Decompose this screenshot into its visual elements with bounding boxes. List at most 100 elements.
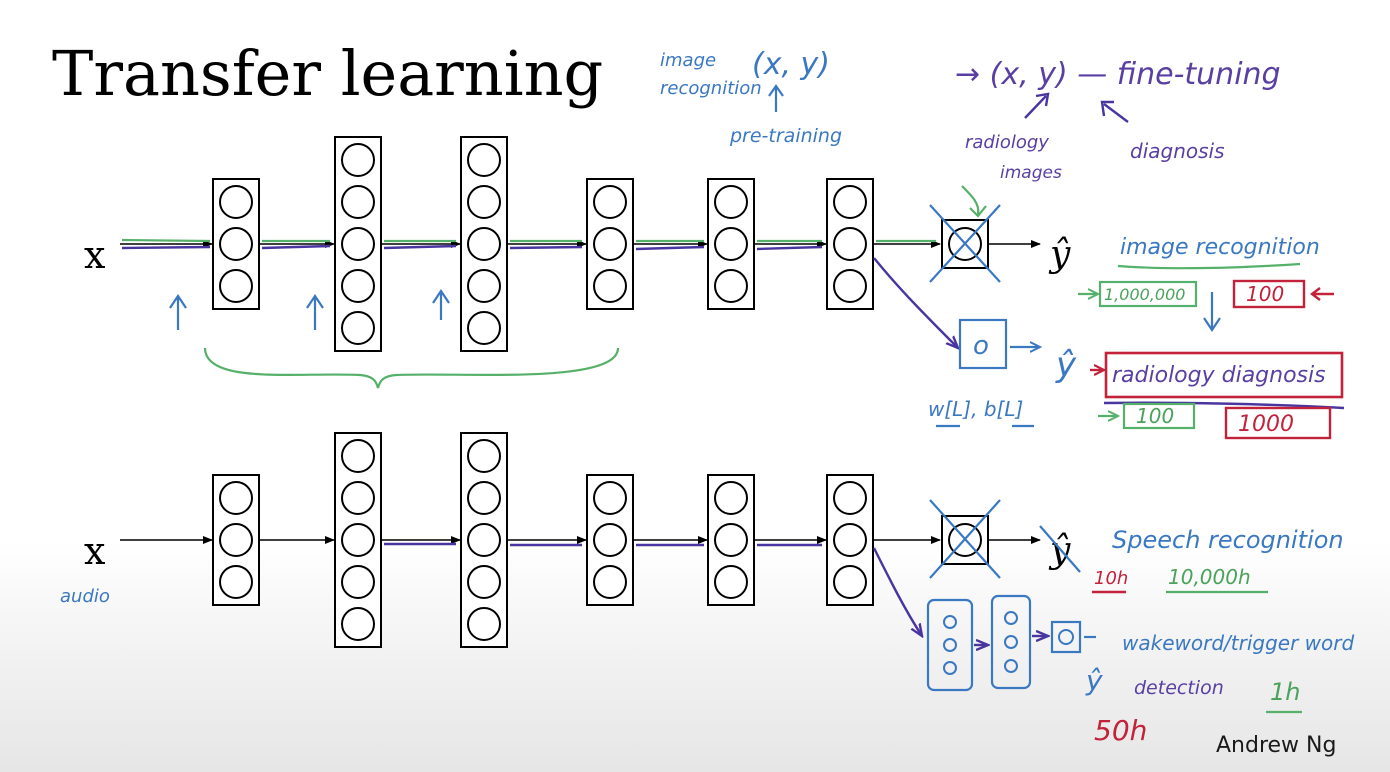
bottom-layer-4-neuron — [593, 523, 627, 557]
bottom-layer-1-neuron — [219, 565, 253, 599]
bottom-layer-2-neuron — [341, 607, 375, 641]
top-up-arrow-1 — [169, 294, 187, 330]
top-hidden-layers — [212, 136, 874, 352]
top-layer-2-neuron — [341, 143, 375, 177]
bottom-output-crossout — [929, 499, 1001, 579]
diagnosis-label: diagnosis — [1130, 139, 1225, 163]
top-purple-trace — [121, 244, 823, 251]
top-layer-6-neuron — [833, 269, 867, 303]
bottom-new-yhat: ŷ — [1085, 664, 1103, 697]
bottom-layer-6-neuron — [833, 565, 867, 599]
finetune-arrow-right — [1100, 100, 1129, 123]
count-1000-box — [1224, 406, 1332, 440]
bottom-new-layer-1-neuron-1 — [943, 615, 957, 629]
count-100-box — [1232, 279, 1306, 309]
pretrain-up-arrow — [768, 84, 784, 112]
bottom-layer-5-neuron — [714, 481, 748, 515]
top-layer-2-neuron — [341, 227, 375, 261]
bottom-layer-3-neuron — [467, 523, 501, 557]
bottom-annotations: Speech recognition 10h 10,000h wakeword/… — [1092, 526, 1354, 747]
bottom-layer-1-neuron — [219, 523, 253, 557]
hours-1h: 1h — [1270, 678, 1300, 706]
radiology-diagnosis: radiology diagnosis — [1112, 363, 1326, 388]
top-layer-3-neuron — [467, 185, 501, 219]
pretraining-label: pre-training — [729, 125, 842, 147]
image-recognition-note-2: recognition — [660, 78, 762, 99]
top-up-arrow-3 — [432, 289, 450, 320]
bottom-output-label: ŷ — [1048, 530, 1071, 571]
top-layer-3-neuron — [467, 143, 501, 177]
top-layers-brace — [203, 347, 620, 389]
top-new-yhat: ŷ — [1055, 345, 1077, 385]
hours-10h: 10h — [1094, 568, 1128, 589]
count-100-small: 100 — [1136, 404, 1174, 428]
slide-title: Transfer learning — [52, 37, 603, 110]
network-bottom: x audio ŷ ŷ — [60, 432, 1103, 697]
top-layer-3-neuron — [467, 311, 501, 345]
bottom-layer-4-neuron — [593, 481, 627, 515]
top-weights-label: w[L], b[L] — [928, 397, 1023, 421]
hours-10000h: 10,000h — [1168, 565, 1251, 589]
top-layer-3-neuron — [467, 227, 501, 261]
top-up-arrow-2 — [306, 294, 324, 330]
top-input-label: x — [84, 233, 105, 277]
bottom-purple-trace — [384, 542, 822, 547]
top-green-trace — [121, 238, 936, 243]
top-new-branch-arrow — [873, 257, 958, 348]
bottom-new-layer-2-neuron-3 — [1004, 659, 1018, 673]
bottom-layer-3-neuron — [467, 481, 501, 515]
bottom-layer-3-neuron — [467, 565, 501, 599]
finetune-pair: → (x, y) — fine-tuning — [955, 57, 1281, 92]
bottom-new-layer-1 — [926, 598, 974, 692]
detection-label: detection — [1134, 677, 1224, 699]
top-layer-6-neuron — [833, 185, 867, 219]
image-recognition-underline — [1117, 262, 1301, 270]
top-annotations: image recognition (x, y) pre-training → … — [660, 47, 1345, 440]
bottom-layer-2-neuron — [341, 481, 375, 515]
bottom-layer-3-neuron — [467, 439, 501, 473]
speech-recognition-label: Speech recognition — [1112, 526, 1344, 554]
count-large-box — [1098, 280, 1198, 308]
top-layer-1-neuron — [219, 227, 253, 261]
pretrain-pair: (x, y) — [752, 47, 830, 82]
top-layer-5-neuron — [714, 227, 748, 261]
bottom-layer-2-neuron — [341, 439, 375, 473]
network-top: x ŷ o ŷ w[L], b[L] — [84, 136, 1077, 428]
radiology-diagnosis-underline — [1103, 401, 1345, 410]
top-new-node: o — [973, 331, 989, 361]
count-100: 100 — [1246, 282, 1284, 306]
bottom-new-layer-2-neuron-1 — [1004, 611, 1018, 625]
bottom-new-layer-1-neuron-3 — [943, 661, 957, 675]
count-large: 1,000,000 — [1104, 285, 1185, 304]
bottom-new-layer-2 — [990, 594, 1032, 690]
top-layer-4-neuron — [593, 269, 627, 303]
bottom-new-output-neuron — [1058, 629, 1074, 645]
transfer-down-arrow — [1203, 292, 1221, 332]
bottom-yhat-crossout — [1039, 525, 1081, 573]
top-layer-6-neuron — [833, 227, 867, 261]
top-layer-2-neuron — [341, 311, 375, 345]
audio-label: audio — [60, 586, 110, 607]
bottom-layer-4-neuron — [593, 565, 627, 599]
wakeword-label: wakeword/trigger word — [1122, 631, 1354, 655]
radiology-diagnosis-box — [1104, 351, 1344, 399]
top-layer-4-neuron — [593, 185, 627, 219]
bottom-hidden-layers — [212, 432, 874, 648]
hours-50h: 50h — [1094, 714, 1147, 747]
bottom-layer-6-neuron — [833, 481, 867, 515]
top-output-crossout — [929, 204, 1001, 283]
bottom-new-layer-2-neuron-2 — [1004, 635, 1018, 649]
radiology-to-node-arrow — [961, 185, 987, 218]
bottom-layer-5-neuron — [714, 523, 748, 557]
bottom-new-layer-1-neuron-2 — [943, 638, 957, 652]
finetune-arrow-left — [1024, 92, 1050, 119]
top-layer-5-neuron — [714, 185, 748, 219]
radiology-images-2: images — [1000, 163, 1062, 183]
bottom-input-label: x — [84, 529, 105, 573]
image-recognition-label: image recognition — [1120, 235, 1320, 260]
bottom-layer-2-neuron — [341, 565, 375, 599]
count-100-arrow — [1310, 287, 1334, 301]
radiology-images-1: radiology — [965, 132, 1049, 153]
top-layer-4-neuron — [593, 227, 627, 261]
